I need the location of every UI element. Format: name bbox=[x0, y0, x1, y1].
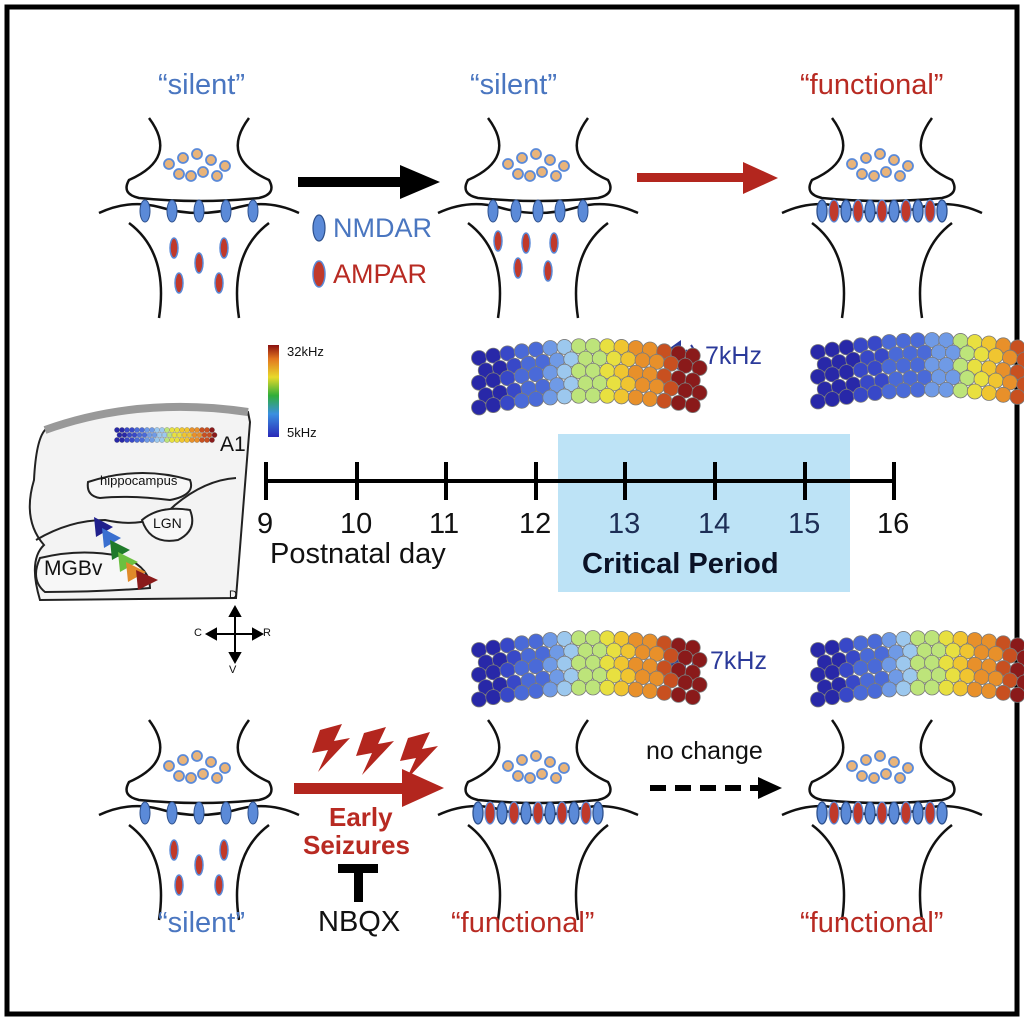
synapse-top-right bbox=[781, 117, 983, 319]
arrow-bottom-red bbox=[294, 769, 444, 807]
compass-d: D bbox=[229, 589, 237, 601]
label-silent-top-left: “silent” bbox=[158, 69, 246, 101]
tick-label-16: 16 bbox=[877, 508, 910, 540]
tonotopic-map-top-before bbox=[471, 338, 708, 416]
tonotopic-map-top-after bbox=[810, 332, 1024, 410]
condition-line-2: Seizures bbox=[303, 830, 410, 860]
legend-nmdar-label: NMDAR bbox=[333, 213, 432, 243]
tick-label-11: 11 bbox=[429, 508, 460, 540]
arrow-bottom-dashed bbox=[650, 777, 782, 799]
tick-label-15: 15 bbox=[788, 508, 821, 540]
tonotopic-map-bottom-before bbox=[471, 630, 708, 708]
tick-label-13: 13 bbox=[608, 508, 641, 540]
label-functional-top-right: “functional” bbox=[800, 69, 944, 101]
ampar-legend-symbol bbox=[312, 260, 326, 288]
timeline-axis bbox=[264, 462, 896, 500]
tick-label-9: 9 bbox=[257, 508, 274, 540]
tone-label-top: 7kHz bbox=[705, 342, 762, 370]
colorbar-min-label: 5kHz bbox=[287, 425, 317, 440]
brain-section bbox=[28, 402, 252, 602]
label-a1: A1 bbox=[220, 433, 246, 456]
synapse-bottom-right bbox=[781, 719, 983, 921]
tick-label-10: 10 bbox=[340, 508, 373, 540]
condition-line-1: Early bbox=[329, 802, 393, 832]
arrow-top-black bbox=[298, 165, 440, 199]
colorbar-max-label: 32kHz bbox=[287, 344, 324, 359]
tonotopic-map-bottom-after bbox=[810, 630, 1024, 708]
synapse-bottom-left bbox=[98, 719, 300, 921]
tone-label-bottom: 7kHz bbox=[710, 647, 767, 675]
legend-ampar-label: AMPAR bbox=[333, 259, 428, 289]
label-lgn: LGN bbox=[153, 515, 182, 531]
label-functional-bottom-mid: “functional” bbox=[451, 907, 595, 939]
figure-frame bbox=[4, 4, 1020, 1017]
label-mgbv: MGBv bbox=[44, 557, 103, 580]
frequency-colorbar bbox=[268, 345, 279, 437]
label-silent-bottom-left: “silent” bbox=[158, 907, 246, 939]
tick-label-12: 12 bbox=[519, 508, 552, 540]
synapse-bottom-mid bbox=[437, 719, 639, 921]
seizure-bolts bbox=[312, 724, 438, 780]
critical-period-label: Critical Period bbox=[582, 548, 779, 580]
critical-period-region bbox=[558, 434, 850, 592]
synapse-top-mid bbox=[437, 117, 639, 319]
no-change-label: no change bbox=[646, 737, 763, 765]
label-hippocampus: hippocampus bbox=[100, 473, 178, 488]
label-silent-top-mid: “silent” bbox=[470, 69, 558, 101]
label-functional-bottom-right: “functional” bbox=[800, 907, 944, 939]
blocker-label: NBQX bbox=[318, 906, 401, 938]
compass-c: C bbox=[194, 627, 202, 639]
synapse-top-left bbox=[98, 117, 300, 319]
arrow-top-red bbox=[637, 162, 778, 194]
compass-r: R bbox=[263, 627, 271, 639]
a1-map bbox=[114, 427, 218, 443]
compass-v: V bbox=[229, 664, 237, 676]
timeline-axis-label: Postnatal day bbox=[270, 538, 446, 570]
inhibition-symbol bbox=[338, 864, 378, 902]
orientation-compass bbox=[204, 604, 265, 665]
thalamocortical-arrowheads bbox=[94, 517, 158, 590]
tick-label-14: 14 bbox=[698, 508, 731, 540]
nmdar-legend-symbol bbox=[312, 214, 326, 242]
